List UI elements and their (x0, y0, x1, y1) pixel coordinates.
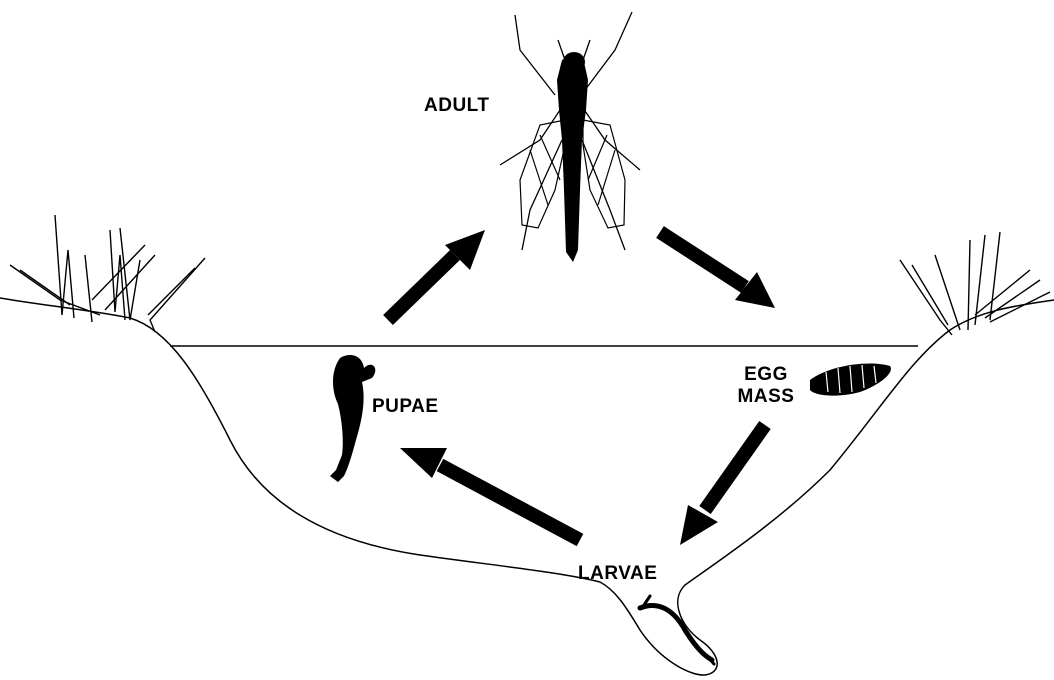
adult-mosquito-icon (500, 12, 640, 262)
larva-icon (640, 596, 714, 664)
grass-right (900, 232, 1050, 335)
arrow-larvae-to-pupae (400, 448, 580, 540)
stage-label-egg-line2: MASS (731, 386, 801, 408)
arrow-pupae-to-adult (388, 230, 485, 320)
arrow-adult-to-egg (660, 232, 775, 308)
stage-label-egg-mass: EGG MASS (731, 364, 801, 408)
egg-mass-icon (810, 364, 891, 396)
stage-label-egg-line1: EGG (731, 364, 801, 386)
stage-label-pupae: PUPAE (372, 396, 439, 418)
pond-basin (0, 298, 1054, 675)
stage-label-adult: ADULT (424, 95, 489, 117)
stage-label-larvae: LARVAE (578, 563, 657, 585)
pupa-icon (330, 355, 375, 482)
arrow-egg-to-larvae (680, 425, 765, 545)
